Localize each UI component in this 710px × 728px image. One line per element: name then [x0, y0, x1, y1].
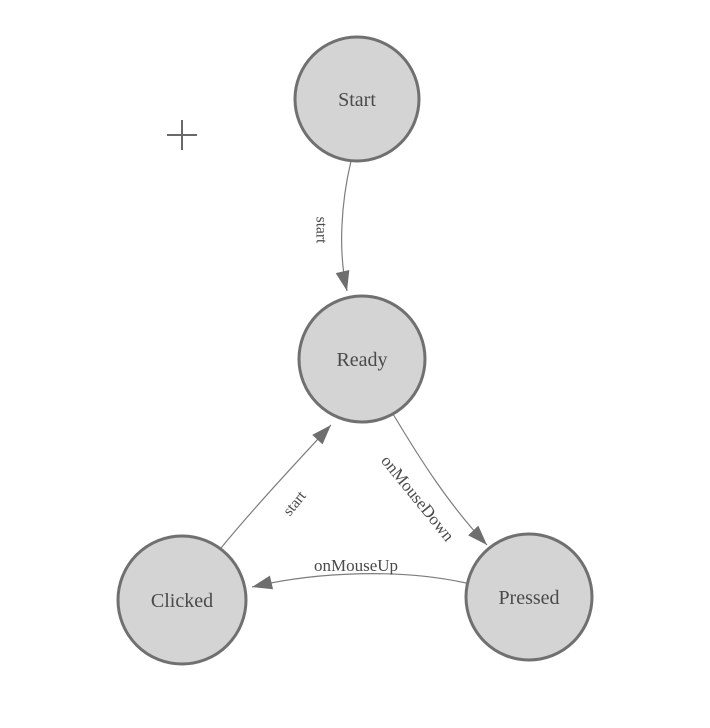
state-node-start[interactable]: Start: [293, 35, 421, 163]
edge-label-start-2: start: [280, 487, 310, 519]
edge-ready-to-pressed[interactable]: onMouseDown: [377, 413, 488, 546]
state-node-clicked[interactable]: Clicked: [116, 534, 248, 666]
edge-path-start-to-ready[interactable]: [335, 160, 352, 292]
state-circle-ready[interactable]: [297, 294, 427, 424]
edge-clicked-to-ready[interactable]: start: [220, 424, 332, 549]
state-circle-pressed[interactable]: [464, 532, 594, 662]
state-label-start: Start: [338, 89, 376, 111]
state-circle-start[interactable]: [293, 35, 421, 163]
edge-path-clicked-to-ready[interactable]: [220, 424, 332, 549]
state-node-pressed[interactable]: Pressed: [464, 532, 594, 662]
edge-start-to-ready[interactable]: start: [313, 160, 352, 292]
edge-label-start-1: start: [313, 217, 330, 244]
edge-pressed-to-clicked[interactable]: onMouseUp: [251, 556, 467, 590]
edge-path-pressed-to-clicked[interactable]: [251, 573, 467, 590]
state-circle-clicked[interactable]: [116, 534, 248, 666]
state-node-ready[interactable]: Ready: [297, 294, 427, 424]
edge-path-ready-to-pressed[interactable]: [392, 413, 488, 546]
edge-label-onmousedown: onMouseDown: [377, 452, 458, 546]
state-label-clicked: Clicked: [151, 590, 213, 612]
state-label-pressed: Pressed: [498, 587, 559, 609]
state-label-ready: Ready: [336, 349, 387, 371]
edge-label-onmouseup: onMouseUp: [314, 556, 398, 575]
plus-cursor-icon: [167, 120, 197, 150]
